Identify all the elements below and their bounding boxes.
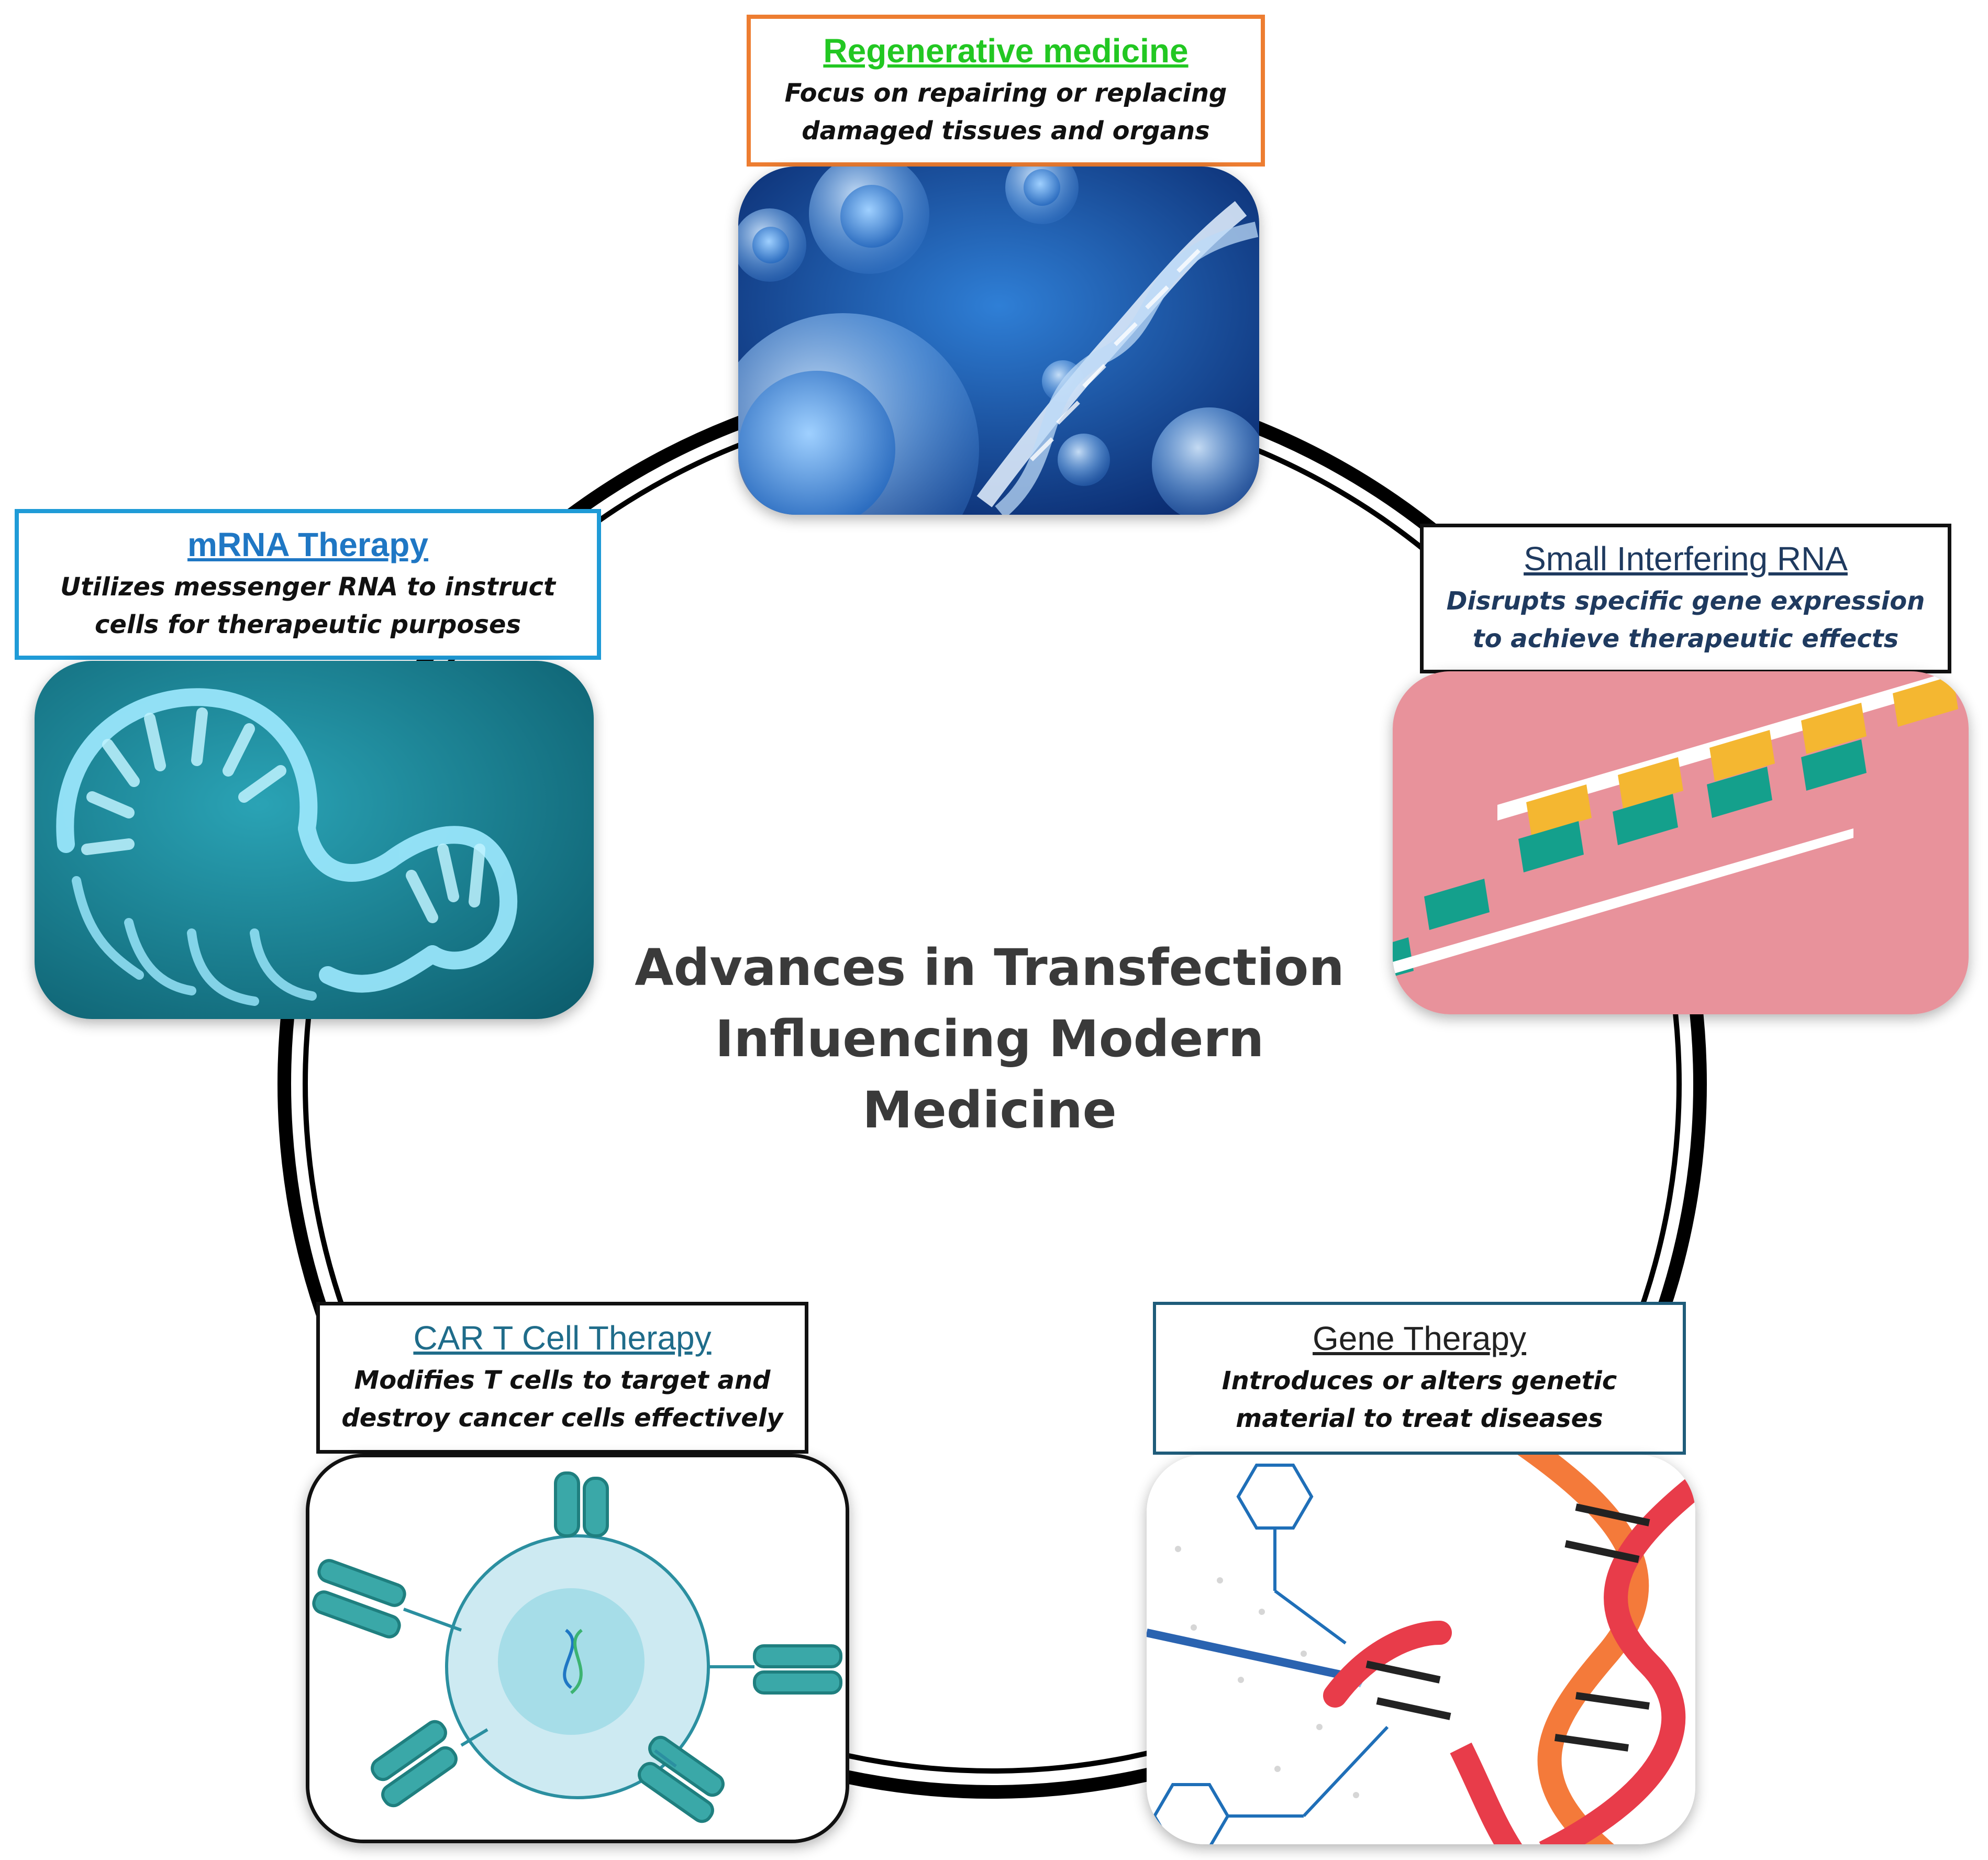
gene-desc-1: Introduces or alters genetic <box>1221 1366 1617 1396</box>
title-line-1: Advances in Transfection <box>635 938 1345 997</box>
title-line-3: Medicine <box>862 1081 1117 1139</box>
gene-label-box: Gene Therapy Introduces or alters geneti… <box>1153 1302 1686 1455</box>
mrna-image <box>35 661 594 1019</box>
stem-cell-dna-icon <box>738 167 1259 515</box>
cart-desc-2: destroy cancer cells effectively <box>341 1403 783 1433</box>
sirna-title: Small Interfering RNA <box>1524 540 1848 578</box>
sirna-desc-2: to achieve therapeutic effects <box>1472 624 1899 654</box>
cart-label-box: CAR T Cell Therapy Modifies T cells to t… <box>316 1302 808 1454</box>
regenerative-label-box: Regenerative medicine Focus on repairing… <box>747 15 1265 167</box>
cart-desc-1: Modifies T cells to target and <box>354 1366 771 1395</box>
t-cell-receptor-icon <box>309 1457 846 1840</box>
sirna-desc-1: Disrupts specific gene expression <box>1446 586 1925 616</box>
title-line-2: Influencing Modern <box>715 1010 1264 1068</box>
mrna-desc-1: Utilizes messenger RNA to instruct <box>60 572 556 602</box>
mrna-desc-2: cells for therapeutic purposes <box>94 610 521 639</box>
regenerative-image <box>738 167 1259 515</box>
gene-desc-2: material to treat diseases <box>1236 1404 1603 1433</box>
mrna-title: mRNA Therapy <box>187 526 428 563</box>
sirna-label-box: Small Interfering RNA Disrupts specific … <box>1420 524 1951 673</box>
gene-image <box>1147 1455 1695 1844</box>
regenerative-desc-1: Focus on repairing or replacing <box>784 79 1227 108</box>
mrna-label-box: mRNA Therapy Utilizes messenger RNA to i… <box>15 509 601 660</box>
dna-editing-icon <box>1147 1455 1695 1844</box>
sirna-image <box>1393 671 1969 1014</box>
mrna-strand-icon <box>35 661 594 1019</box>
regenerative-desc-2: damaged tissues and organs <box>802 116 1210 146</box>
regenerative-title: Regenerative medicine <box>823 32 1189 70</box>
gene-title: Gene Therapy <box>1313 1320 1526 1357</box>
sirna-strand-icon <box>1393 671 1969 1014</box>
cart-image <box>306 1454 849 1843</box>
diagram-title: Advances in Transfection Influencing Mod… <box>597 932 1382 1146</box>
cart-title: CAR T Cell Therapy <box>413 1319 712 1357</box>
